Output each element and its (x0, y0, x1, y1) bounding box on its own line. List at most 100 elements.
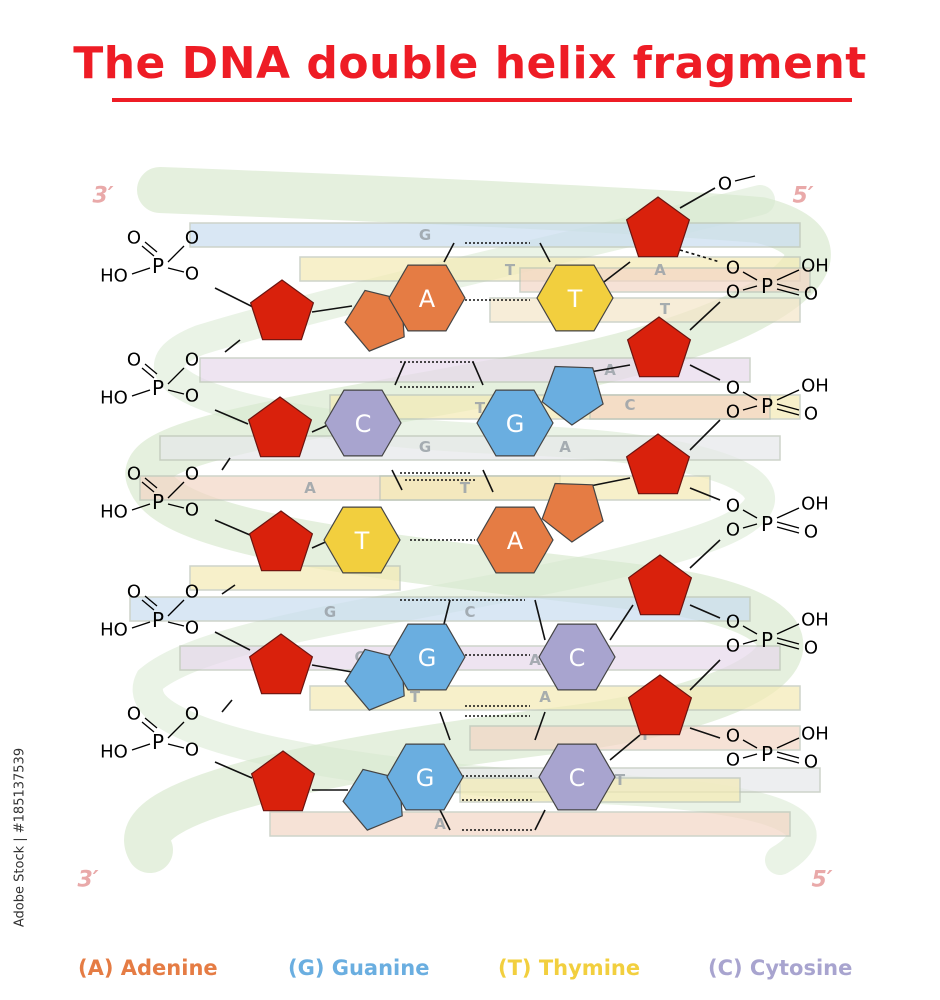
bond-line (776, 507, 800, 519)
guanine-base (344, 623, 466, 711)
ester-bond (689, 659, 721, 691)
ester-bond (214, 519, 251, 536)
bond-line (167, 721, 185, 739)
phosphate-o: O (726, 636, 740, 657)
adenine-hexagon-ring (476, 506, 554, 574)
adenine-pentagon-ring (344, 289, 405, 352)
background-helix (124, 167, 831, 875)
ester-bond (679, 249, 721, 263)
bond-line (776, 737, 800, 749)
bond-line (742, 405, 758, 411)
legend-item-thymine: (T) Thymine (498, 956, 640, 980)
phosphate-group (742, 269, 800, 296)
background-base-bar (469, 725, 801, 751)
legend-letter: (C) (708, 956, 743, 980)
phosphate-o: O (726, 378, 740, 399)
phosphate-o: O (127, 350, 141, 371)
ester-bond (689, 419, 721, 451)
phosphate-o: O (185, 464, 199, 485)
strand-end-3prime-top: 3′ (92, 184, 113, 209)
phosphate-p: P (761, 742, 773, 766)
cytosine-label: C (355, 410, 372, 438)
double-bond (144, 363, 158, 375)
deoxyribose-sugar (625, 433, 691, 495)
bond-line (167, 267, 185, 273)
cytosine-base (538, 623, 616, 691)
background-base-letter: A (539, 688, 551, 706)
bond-line (167, 245, 185, 263)
bond-line (131, 267, 151, 275)
double-bond (144, 241, 158, 253)
phosphate-p: P (152, 490, 164, 514)
bond-line (734, 175, 756, 182)
ester-bond (679, 187, 716, 209)
background-base-letter: T (475, 399, 486, 417)
phosphate-ho: HO (100, 266, 128, 287)
bond-line (131, 389, 151, 397)
cytosine-label: C (569, 644, 586, 672)
deoxyribose-sugar (626, 316, 692, 378)
deoxyribose-sugar (627, 554, 693, 616)
glycosidic-bond (311, 305, 353, 313)
glycosidic-bond (311, 664, 353, 673)
background-base-letter: T (505, 261, 516, 279)
double-bond (776, 403, 800, 411)
background-base-letter: A (434, 815, 446, 833)
background-base-letter: T (410, 688, 421, 706)
phosphate-o: O (127, 582, 141, 603)
guanine-label: G (506, 410, 525, 438)
base-stub (534, 711, 546, 741)
phosphate-p: P (152, 376, 164, 400)
bond-line (742, 509, 758, 519)
phosphate-p: P (761, 274, 773, 298)
cytosine-hexagon-ring (324, 389, 402, 457)
double-bond (776, 751, 800, 759)
phosphate-o: O (127, 228, 141, 249)
phosphate-group (742, 507, 800, 534)
phosphate-o: O (804, 284, 818, 305)
base-stub (391, 469, 403, 491)
phosphate-oh: OH (801, 610, 829, 631)
phosphate-o: O (127, 704, 141, 725)
strand-end-3prime-bottom: 3′ (77, 868, 98, 893)
bond-line (742, 639, 758, 645)
ester-bond (214, 631, 251, 651)
phosphate-group (131, 241, 185, 275)
phosphate-oh: OH (801, 724, 829, 745)
legend-item-adenine: (A) Adenine (78, 956, 218, 980)
deoxyribose-sugar (248, 510, 314, 572)
base-stub (439, 809, 451, 831)
guanine-label: G (418, 644, 437, 672)
double-bond (144, 595, 158, 607)
guanine-label: G (416, 764, 435, 792)
bond-line (742, 625, 758, 635)
phosphate-o: O (804, 404, 818, 425)
ester-bond (221, 699, 233, 713)
phosphate-o: O (804, 638, 818, 659)
bond-line (742, 271, 758, 281)
guanine-hexagon-ring (476, 389, 554, 457)
ester-bond (689, 487, 721, 501)
double-bond (141, 721, 155, 733)
base-stub (534, 809, 546, 831)
phosphate-o: O (185, 228, 199, 249)
phosphate-group (742, 737, 800, 764)
bond-line (167, 389, 185, 395)
bond-line (167, 621, 185, 627)
guanine-base (476, 365, 604, 457)
methoxy-o: O (718, 174, 732, 195)
phosphate-ho: HO (100, 620, 128, 641)
base-stub (394, 361, 406, 386)
diagram-title: The DNA double helix fragment (73, 38, 867, 89)
deoxyribose-sugar (250, 750, 316, 812)
glycosidic-bond (609, 604, 634, 641)
thymine-label: T (354, 527, 370, 555)
adenine-pentagon-ring (541, 482, 604, 543)
legend-item-cytosine: (C) Cytosine (708, 956, 852, 980)
phosphate-p: P (152, 730, 164, 754)
double-bond (141, 367, 155, 379)
double-bond (776, 288, 800, 296)
bond-line (167, 743, 185, 749)
double-bond (776, 408, 800, 416)
phosphate-o: O (726, 496, 740, 517)
